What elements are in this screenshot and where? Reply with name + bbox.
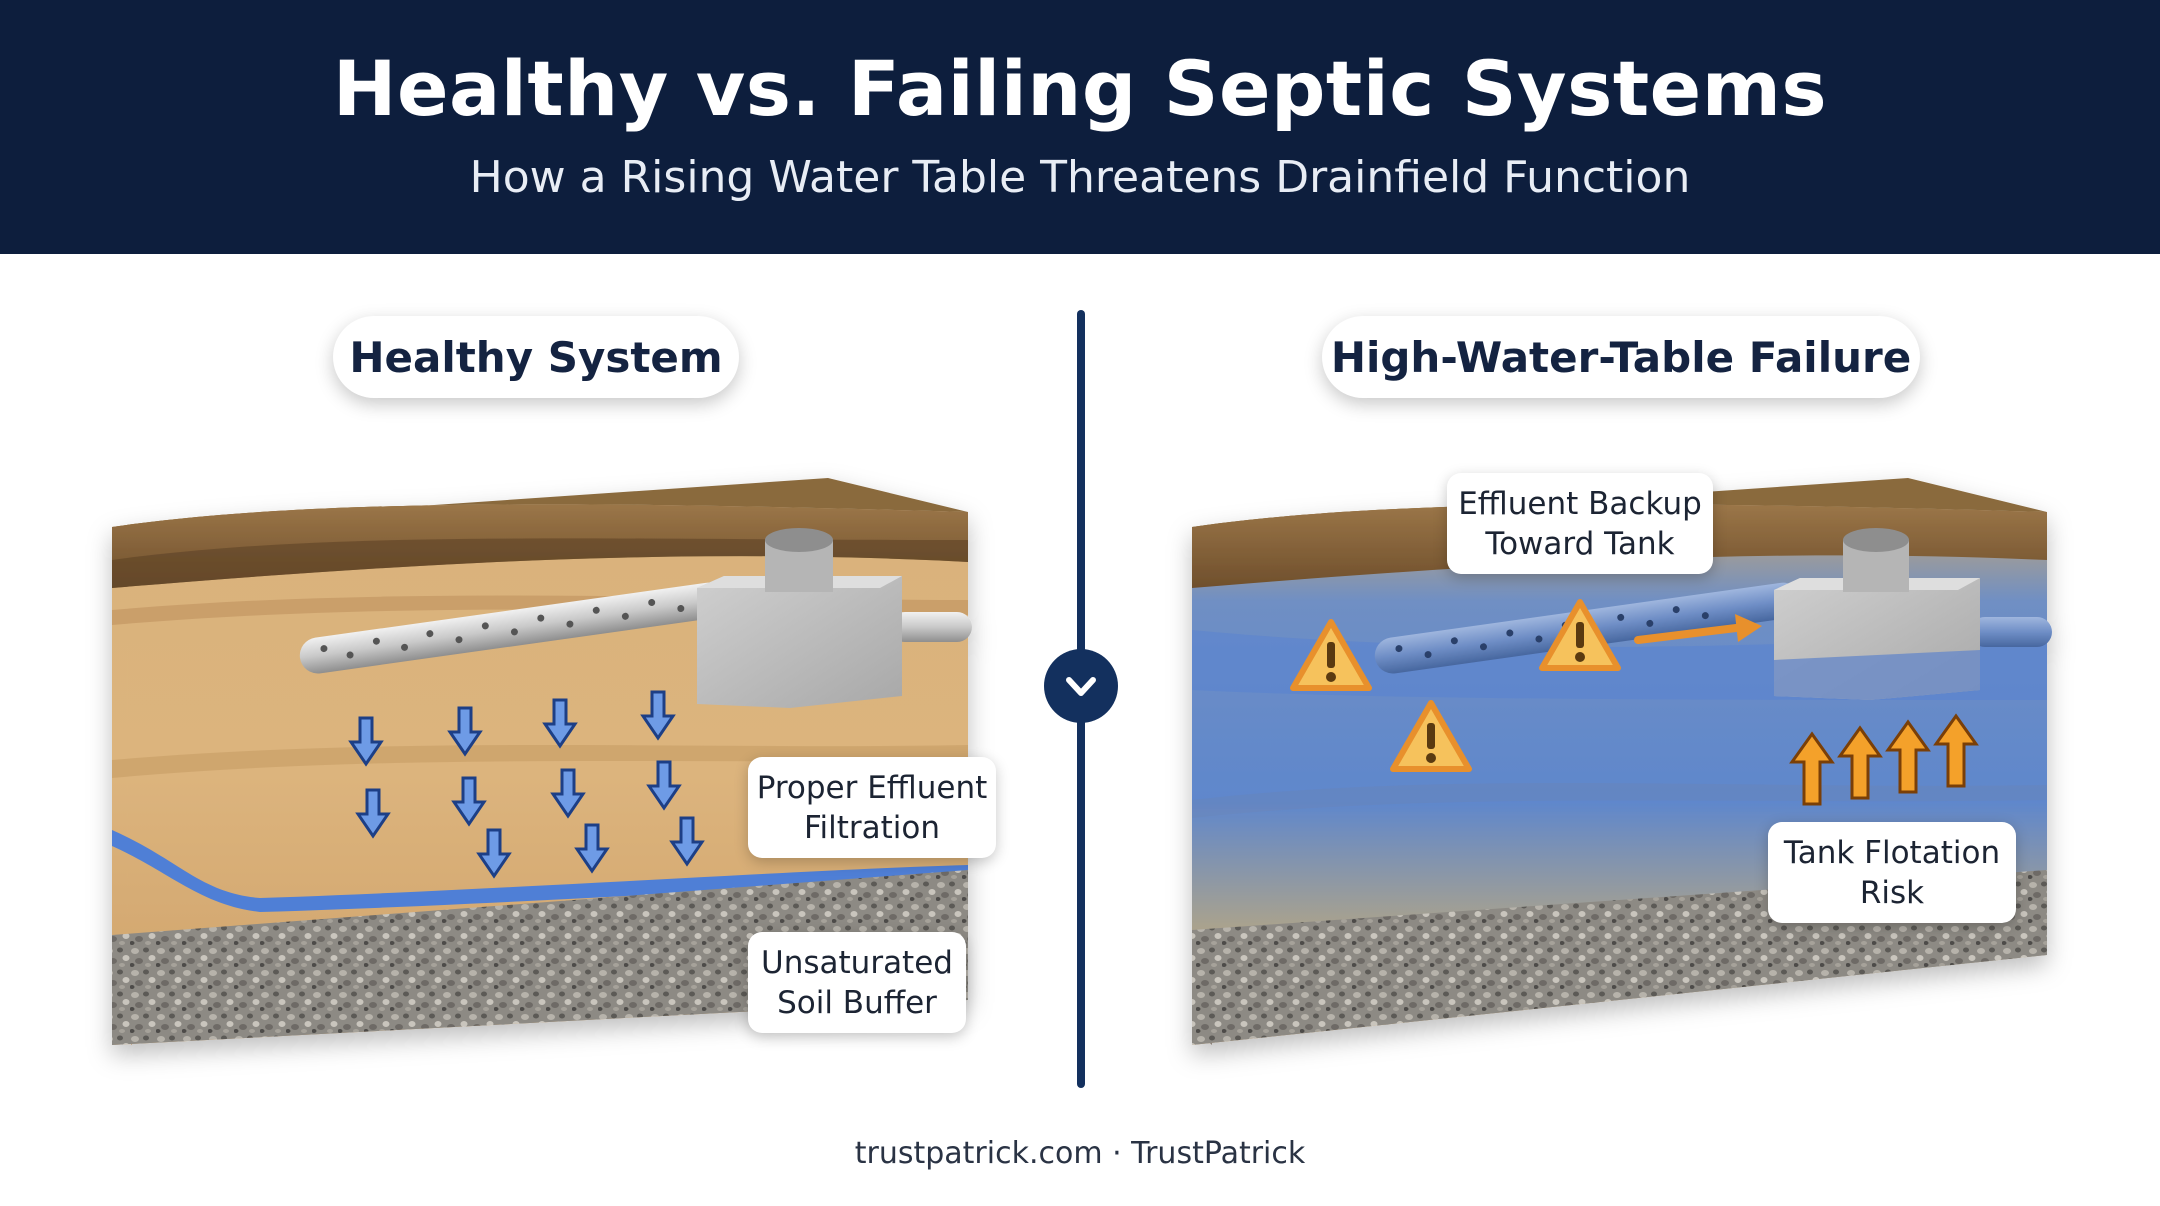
header-banner: Healthy vs. Failing Septic Systems How a… bbox=[0, 0, 2160, 254]
divider-toggle-button[interactable] bbox=[1044, 649, 1118, 723]
page-subtitle: How a Rising Water Table Threatens Drain… bbox=[469, 152, 1691, 203]
footer-credit: trustpatrick.com · TrustPatrick bbox=[854, 1136, 1306, 1171]
warning-icon bbox=[1290, 619, 1372, 691]
healthy-septic-tank bbox=[697, 528, 902, 708]
callout-proper-effluent-filtration: Proper Effluent Filtration bbox=[748, 757, 996, 858]
backup-flow-arrow bbox=[1634, 614, 1762, 644]
healthy-system-label: Healthy System bbox=[333, 316, 739, 398]
warning-icon bbox=[1390, 700, 1472, 772]
callout-effluent-backup: Effluent Backup Toward Tank bbox=[1447, 473, 1713, 574]
healthy-downward-flow-arrows bbox=[348, 690, 705, 879]
upward-pressure-arrows bbox=[1789, 713, 1979, 806]
failing-septic-tank bbox=[1774, 528, 1980, 700]
warning-icon bbox=[1539, 599, 1621, 671]
callout-unsaturated-soil-buffer: Unsaturated Soil Buffer bbox=[748, 932, 966, 1033]
failure-system-label: High-Water-Table Failure bbox=[1322, 316, 1920, 398]
page-title: Healthy vs. Failing Septic Systems bbox=[332, 44, 1828, 133]
chevron-down-icon bbox=[1066, 677, 1096, 696]
callout-tank-flotation-risk: Tank Flotation Risk bbox=[1768, 822, 2016, 923]
